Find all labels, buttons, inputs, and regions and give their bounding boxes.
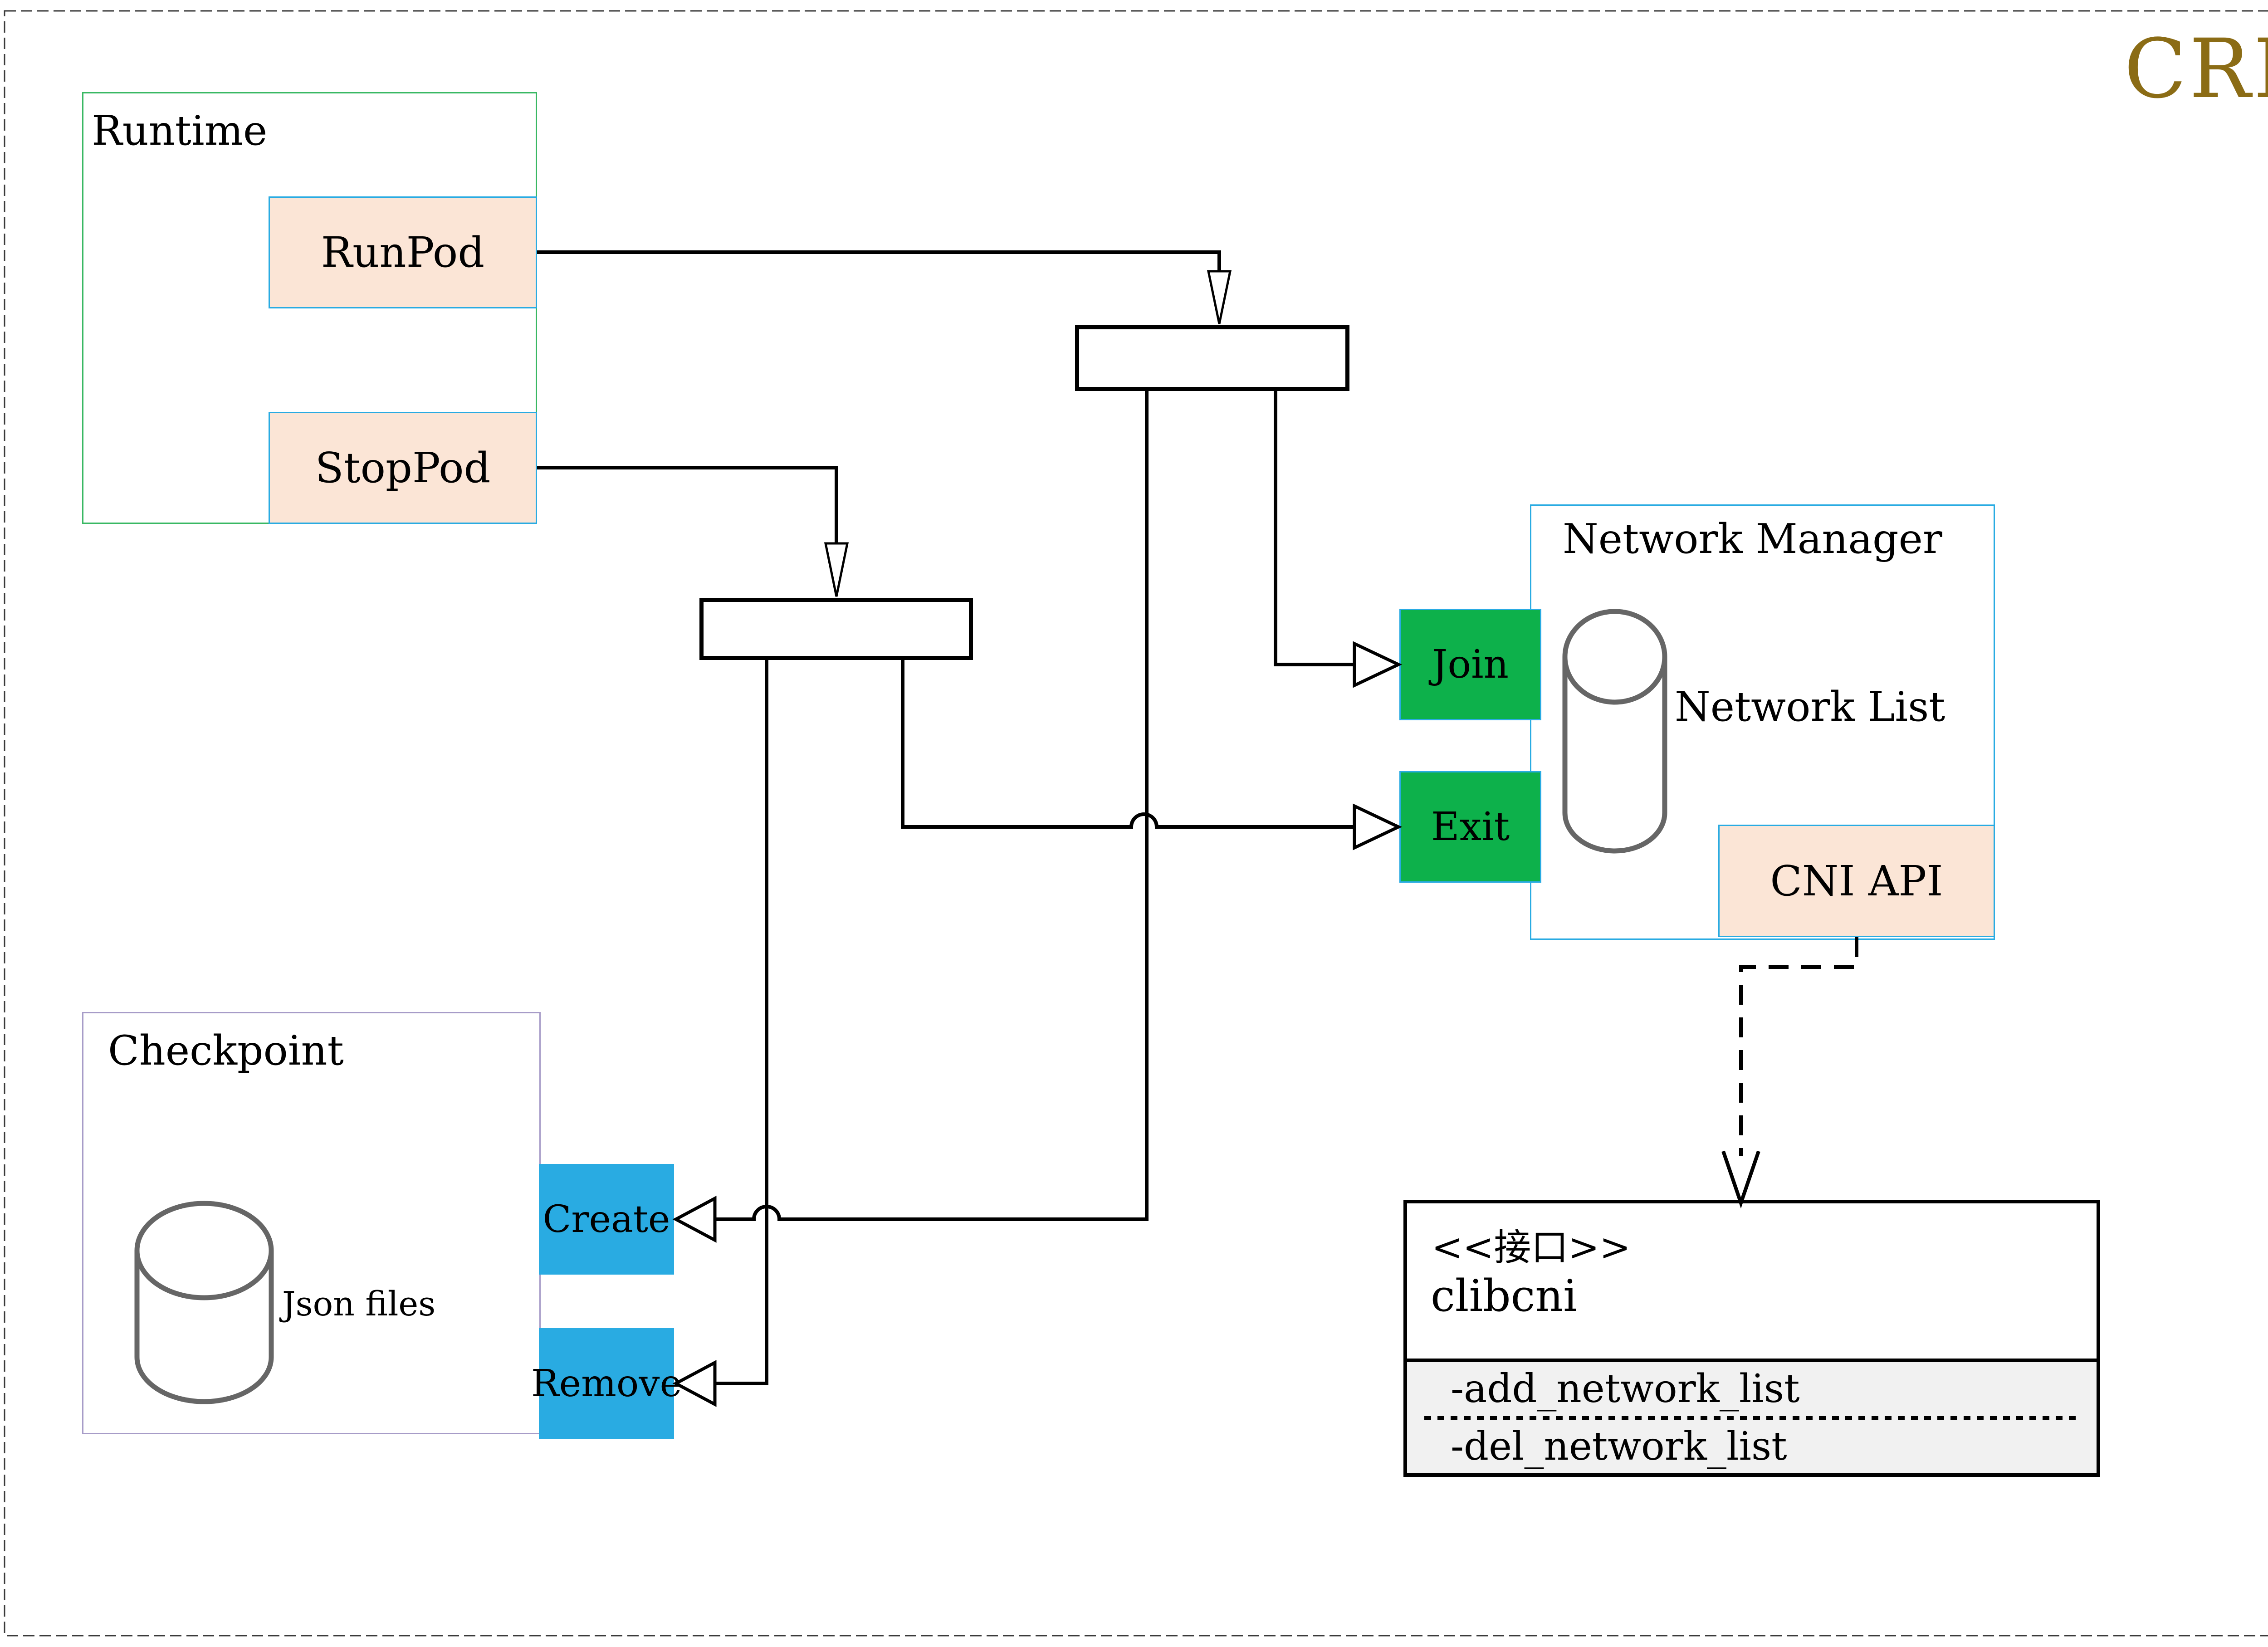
exit-box: Exit [1399, 771, 1541, 883]
checkpoint-box [82, 1012, 541, 1434]
join-label: Join [1432, 642, 1509, 687]
clibcni-stereotype: <<接口>> [1432, 1226, 1631, 1269]
stoppod-label: StopPod [315, 444, 491, 492]
connector-box-middle [699, 598, 973, 660]
clibcni-name: clibcni [1431, 1271, 1577, 1321]
clibcni-box: <<接口>> clibcni -add_network_list -del_ne… [1403, 1200, 2100, 1477]
open-triangle-arrowhead-icon [1353, 641, 1403, 688]
stoppod-box: StopPod [269, 412, 537, 524]
join-connector-line [1274, 391, 1354, 666]
remove-box: Remove [531, 1328, 682, 1439]
join-box: Join [1399, 609, 1541, 720]
method-del-network-list: -del_network_list [1451, 1423, 1787, 1469]
clibcni-section-divider [1407, 1359, 2097, 1362]
runtime-title: Runtime [92, 107, 268, 155]
open-triangle-arrowhead-icon [672, 1196, 717, 1243]
exit-label: Exit [1431, 804, 1510, 850]
remove-label: Remove [531, 1362, 682, 1405]
runpod-label: RunPod [321, 228, 485, 277]
runpod-box: RunPod [269, 196, 537, 308]
cni-api-box: CNI API [1718, 825, 1995, 937]
network-manager-title: Network Manager [1563, 515, 1942, 563]
open-v-arrowhead-icon [1721, 1150, 1760, 1209]
create-label: Create [543, 1197, 670, 1241]
remove-connector-line [715, 660, 768, 1385]
stoppod-connector-line [537, 466, 838, 544]
create-connector-line [715, 391, 1149, 1221]
clibcni-header: <<接口>> clibcni [1407, 1203, 2097, 1359]
open-v-arrowhead-icon [824, 542, 849, 597]
dotted-divider [1424, 1416, 2079, 1420]
cni-dependency-dashed-line [1739, 937, 1858, 1156]
create-box: Create [539, 1164, 674, 1275]
exit-connector-line [901, 660, 1354, 829]
cri-title: CRI [2124, 22, 2268, 117]
checkpoint-title: Checkpoint [108, 1027, 344, 1075]
method-add-network-list: -add_network_list [1451, 1366, 1800, 1412]
json-files-label: Json files [282, 1285, 436, 1324]
network-list-label: Network List [1675, 683, 1945, 731]
runpod-connector-line [537, 250, 1221, 272]
cni-api-label: CNI API [1770, 856, 1943, 905]
clibcni-methods-section: -add_network_list -del_network_list [1407, 1362, 2097, 1473]
connector-box-top [1075, 325, 1349, 391]
open-v-arrowhead-icon [1207, 270, 1232, 324]
open-triangle-arrowhead-icon [1353, 803, 1403, 850]
